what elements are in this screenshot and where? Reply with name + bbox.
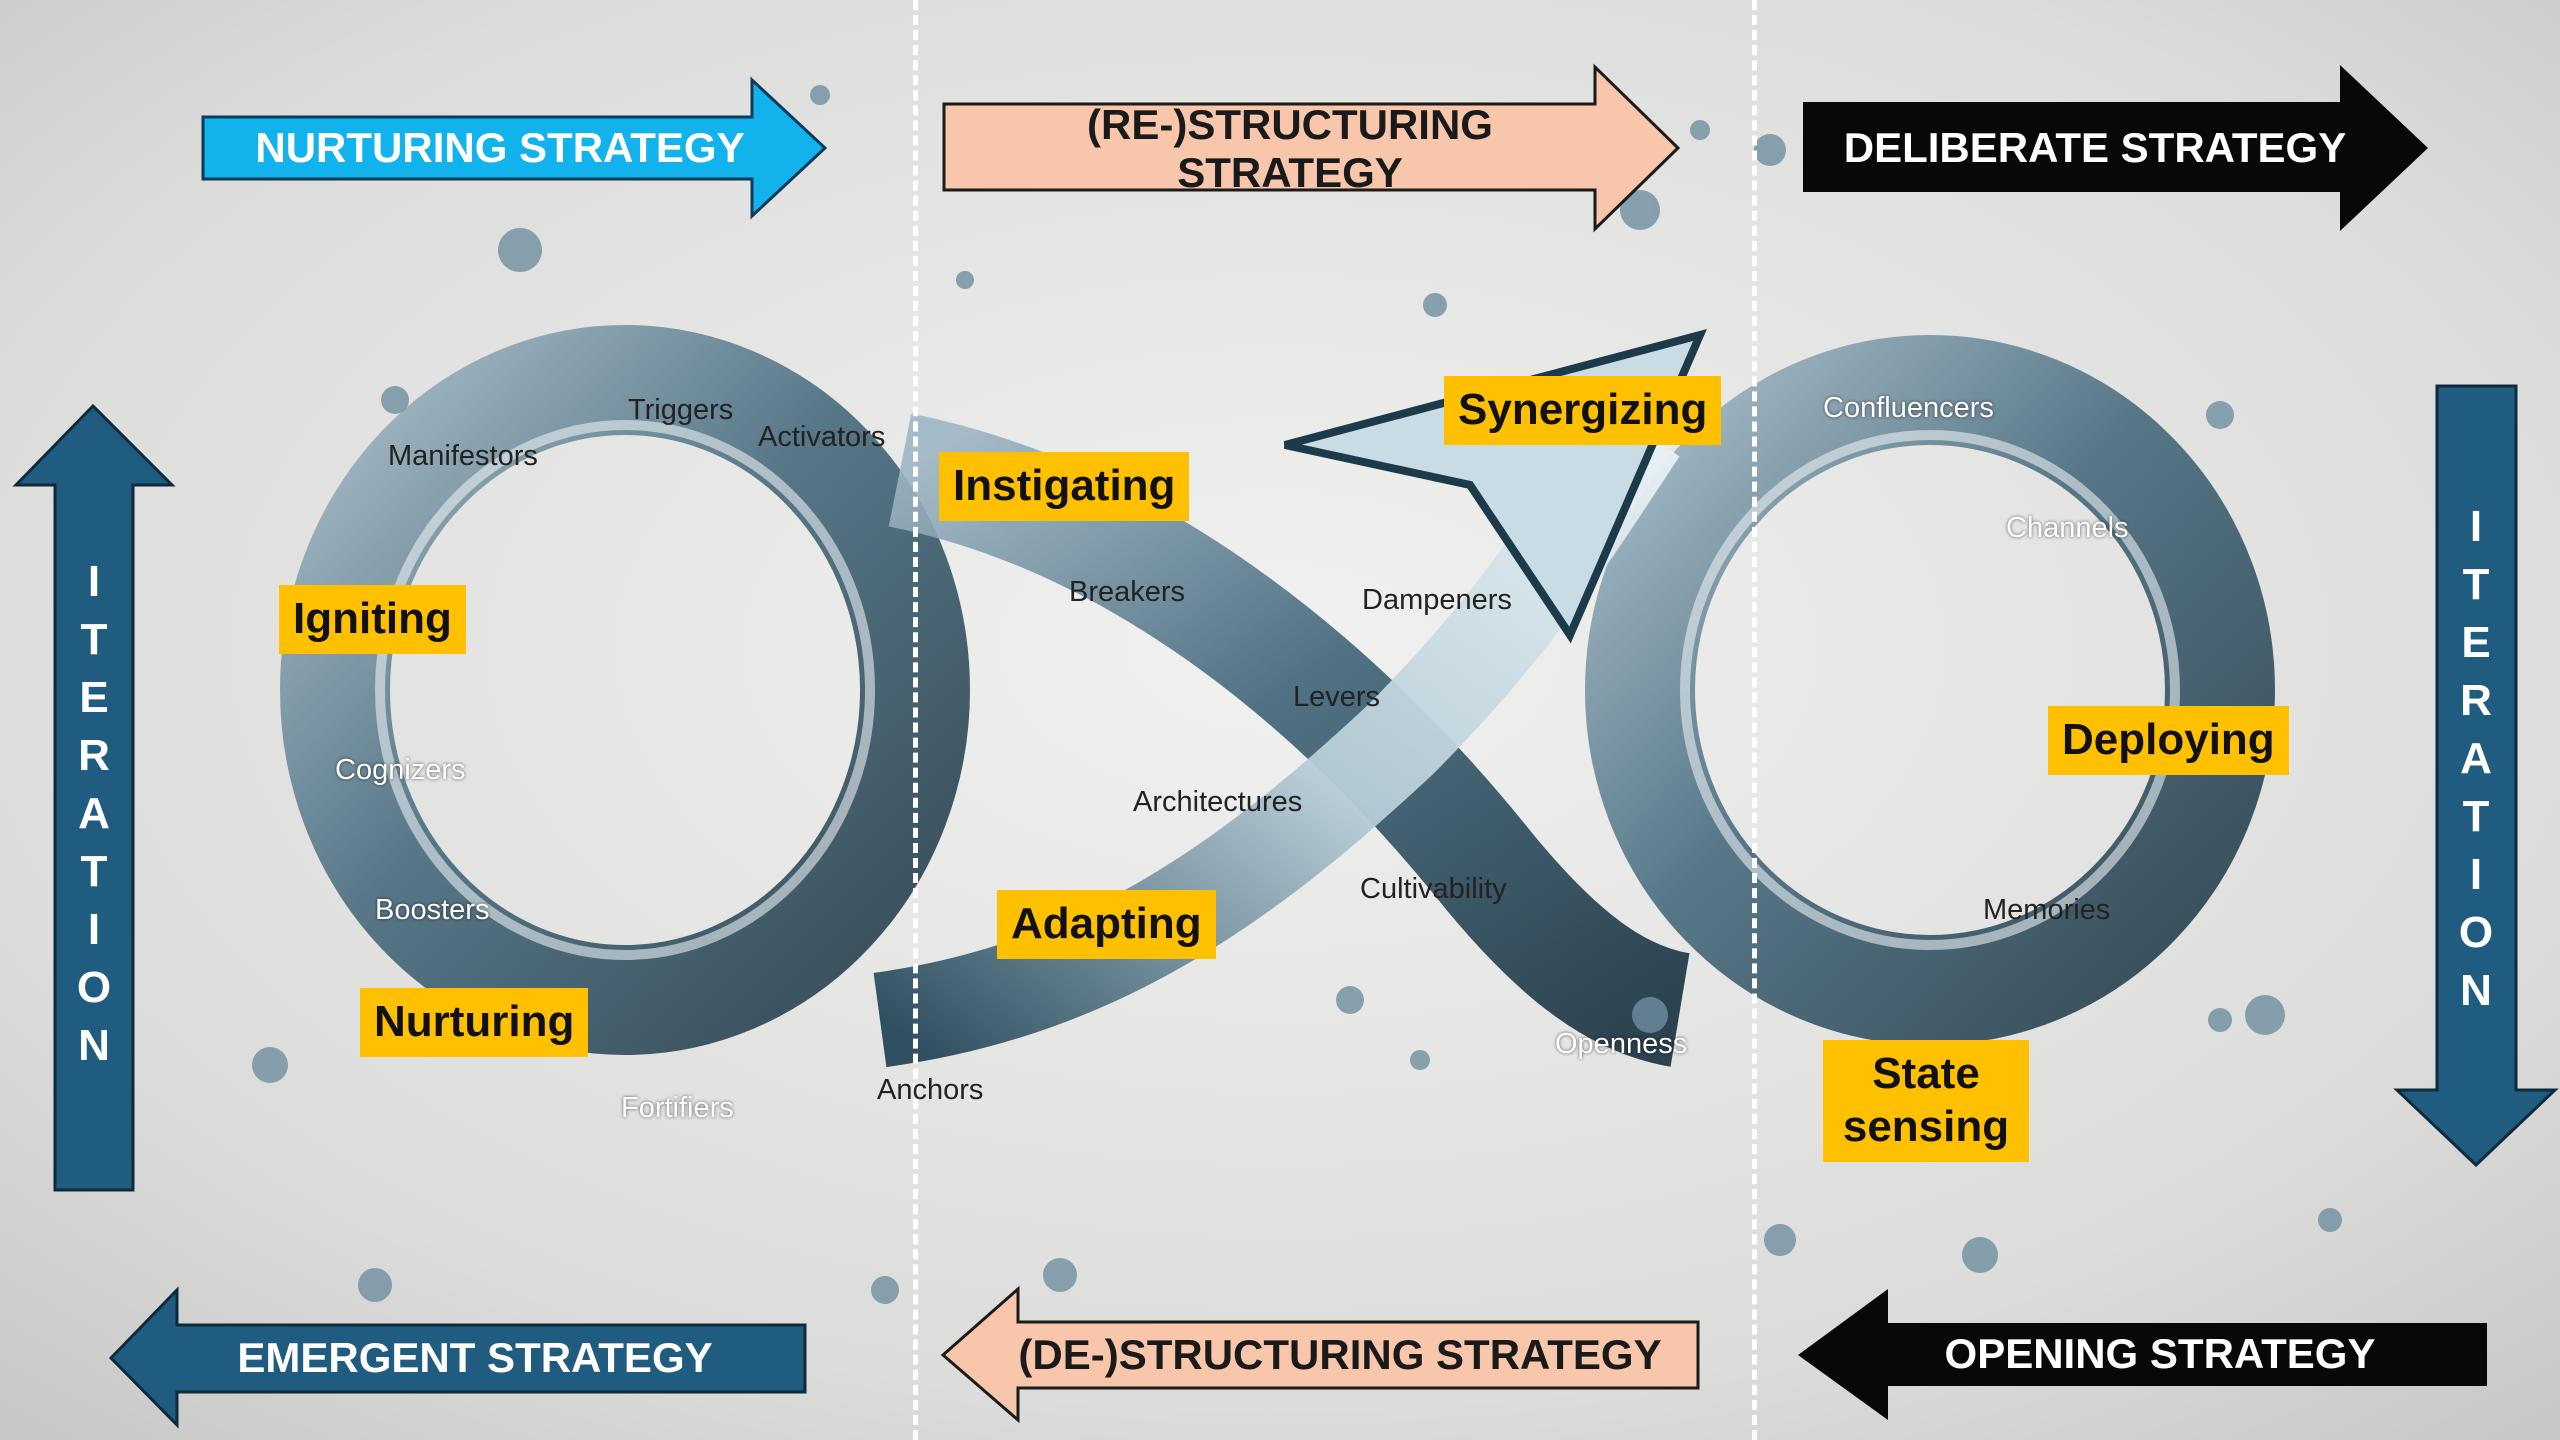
iteration-letter: I [2469,850,2483,899]
iteration-letter: I [87,905,101,954]
iteration-letter: R [78,731,110,780]
iteration-letter: N [78,1021,110,1070]
iteration-letter: R [2460,676,2492,725]
label-architectures: Architectures [1133,786,1303,818]
emergent-strategy-banner: EMERGENT STRATEGY [237,1334,713,1382]
stage-nurturing: Nurturing [360,988,589,1057]
iteration-letter: T [80,847,108,896]
label-confluencers: Confluencers [1823,392,1994,424]
destructuring-strategy-banner: (DE-)STRUCTURING STRATEGY [1018,1330,1662,1378]
label-anchors: Anchors [877,1074,984,1106]
label-activators: Activators [758,421,886,453]
iteration-letter: O [76,963,112,1012]
opening-strategy-banner: OPENING STRATEGY [1944,1330,2376,1378]
label-channels: Channels [2006,512,2129,544]
label-openness: Openness [1555,1028,1688,1060]
label-dampeners: Dampeners [1362,584,1512,616]
stage-state-sensing: State sensing [1823,1040,2029,1162]
iteration-letter: T [2462,792,2490,841]
label-manifestors: Manifestors [388,440,538,472]
iteration-letter: I [2469,502,2483,551]
iteration-letter: A [2460,734,2492,783]
divider-left [913,0,918,1440]
stage-instigating: Instigating [939,452,1190,521]
label-levers: Levers [1293,681,1381,713]
iteration-letter: E [79,673,109,722]
stage-deploying: Deploying [2048,706,2289,775]
iteration-letter: N [2460,966,2492,1015]
nurturing-strategy-banner: NURTURING STRATEGY [255,123,745,171]
iteration-letter: A [78,789,110,838]
label-cultivability: Cultivability [1360,873,1507,905]
iteration-letter: E [2461,618,2491,667]
label-fortifiers: Fortifiers [621,1092,734,1124]
iteration-letter: I [87,557,101,606]
iteration-letter: O [2458,908,2494,957]
deliberate-strategy-banner: DELIBERATE STRATEGY [1843,123,2347,171]
iteration-letter: T [2462,560,2490,609]
divider-right [1752,0,1757,1440]
stage-igniting: Igniting [279,585,466,654]
label-cognizers: Cognizers [335,754,466,786]
label-breakers: Breakers [1069,576,1186,608]
label-boosters: Boosters [375,894,490,926]
label-memories: Memories [1983,894,2111,926]
iteration-letter: T [80,615,108,664]
restructuring-strategy-banner: (RE-)STRUCTURING STRATEGY [1087,100,1493,196]
stage-adapting: Adapting [997,890,1216,959]
label-triggers: Triggers [628,394,734,426]
stage-synergizing: Synergizing [1444,376,1722,445]
